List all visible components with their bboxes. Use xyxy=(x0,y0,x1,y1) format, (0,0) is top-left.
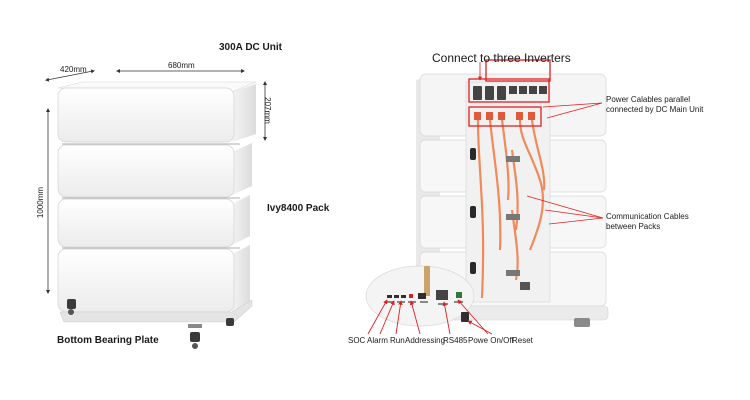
battery-stack-left xyxy=(57,81,257,349)
port-label-soc: SOC xyxy=(348,336,366,345)
port-label-rs485: RS485 xyxy=(443,336,468,345)
dim-height-top-label: 207mm xyxy=(262,97,272,124)
callout-lines xyxy=(478,62,604,225)
dim-depth-label: 420mm xyxy=(60,65,87,74)
dc-unit-title: 300A DC Unit xyxy=(219,42,282,53)
port-panel-zoom xyxy=(365,265,475,327)
port-label-addressing: Addressing xyxy=(405,336,446,345)
bottom-plate-label: Bottom Bearing Plate xyxy=(57,335,159,346)
pack-label: Ivy8400 Pack xyxy=(267,203,330,214)
battery-stack-right xyxy=(413,59,609,327)
dim-width-label: 680mm xyxy=(168,61,195,70)
dimension-lines xyxy=(45,69,267,294)
power-cables-label: Power Calables parallel connected by DC … xyxy=(606,95,704,114)
comm-cables-label: Communication Cables between Packs xyxy=(606,212,689,231)
port-callout-lines xyxy=(367,299,493,335)
port-label-reset: Reset xyxy=(512,336,533,345)
port-label-alarm: Alarm xyxy=(367,336,388,345)
port-label-power: Powe On/Off xyxy=(468,336,514,345)
connect-inverters-title: Connect to three Inverters xyxy=(432,51,571,65)
port-label-run: Run xyxy=(390,336,405,345)
dim-height-total-label: 1000mm xyxy=(36,186,46,219)
